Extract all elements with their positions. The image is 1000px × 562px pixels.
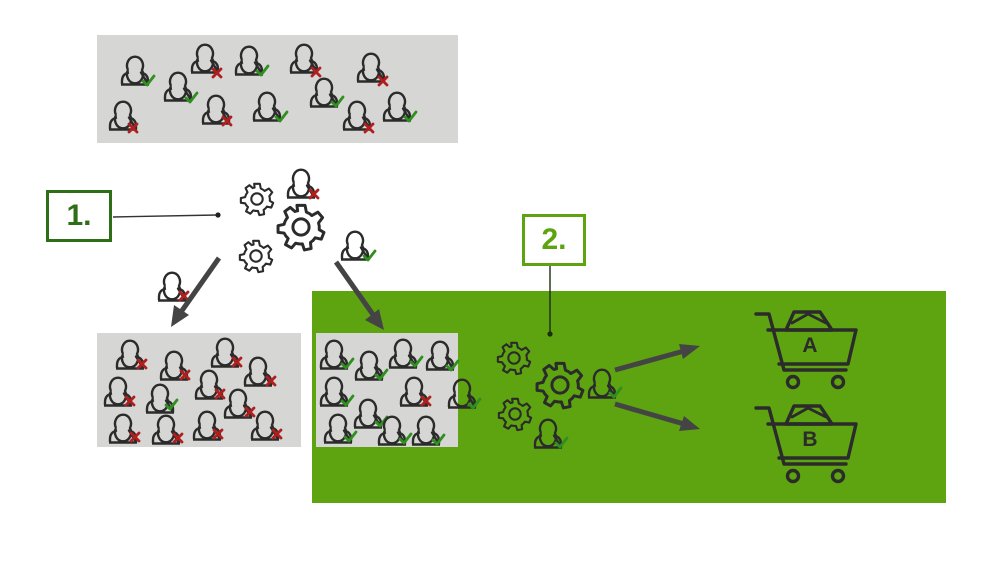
gear-icon	[239, 182, 275, 217]
gear-icon	[276, 203, 326, 252]
cart-b-letter: B	[802, 428, 818, 451]
step1-label: 1.	[46, 190, 112, 242]
population-panel	[97, 35, 458, 143]
accepted-panel	[316, 333, 458, 447]
arrow-to-cart-a	[614, 344, 700, 373]
person-icon	[339, 230, 377, 262]
step2-connector-dot	[547, 331, 553, 337]
step2-label: 2.	[522, 214, 586, 266]
step1-connector	[112, 214, 218, 218]
person-icon	[156, 271, 190, 302]
arrow-right-down	[333, 260, 384, 330]
step1-connector-dot	[215, 212, 221, 218]
arrow-to-cart-b	[614, 401, 700, 431]
gear-icon	[238, 239, 274, 274]
arrow-left-down	[171, 256, 222, 327]
cart-a-letter: A	[802, 334, 818, 357]
person-icon	[285, 168, 320, 200]
